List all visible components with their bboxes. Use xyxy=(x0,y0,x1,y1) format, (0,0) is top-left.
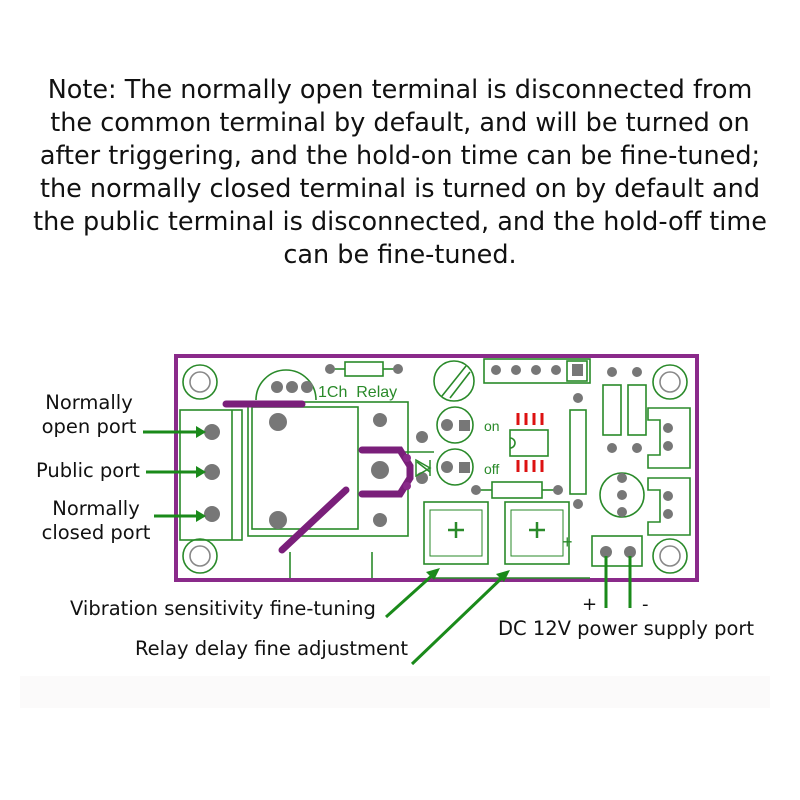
normally-closed-line1: Normally xyxy=(52,497,140,520)
mounting-hole xyxy=(652,364,688,400)
mounting-hole xyxy=(182,538,218,574)
pad xyxy=(204,424,220,440)
trace xyxy=(278,486,350,554)
public-port-label: Public port xyxy=(36,459,140,482)
note-line: can be fine-tuned. xyxy=(283,240,517,270)
screw-terminal-block xyxy=(179,409,243,541)
pin-header xyxy=(483,358,591,384)
normally-closed-line2: closed port xyxy=(41,521,151,544)
off-label: off xyxy=(484,461,499,477)
power-minus-label: - xyxy=(642,594,649,615)
pad xyxy=(204,506,220,522)
trace xyxy=(358,446,414,498)
note-line: Note: The normally open terminal is disc… xyxy=(47,75,753,105)
power-terminal xyxy=(591,535,643,567)
note-line: the common terminal by default, and will… xyxy=(50,108,750,138)
normally-closed-label: Normally closed port xyxy=(38,497,154,545)
power-plus-label: + xyxy=(582,594,597,615)
mounting-hole xyxy=(182,364,218,400)
normally-open-label: Normally open port xyxy=(38,391,140,439)
relay-delay-potentiometer xyxy=(504,501,570,565)
background-strip xyxy=(20,676,770,708)
dc-power-label: DC 12V power supply port xyxy=(498,617,755,640)
relay-delay-leader xyxy=(410,572,508,666)
vibration-potentiometer xyxy=(423,501,489,565)
relay-delay-label: Relay delay fine adjustment xyxy=(135,637,408,660)
note-line: after triggering, and the hold-on time c… xyxy=(39,141,761,171)
on-label: on xyxy=(484,418,500,434)
mounting-hole xyxy=(652,538,688,574)
normally-open-line2: open port xyxy=(41,415,137,438)
note-line: the normally closed terminal is turned o… xyxy=(39,174,761,204)
pot-plus-mark: + xyxy=(562,532,573,552)
normally-open-line1: Normally xyxy=(45,391,133,414)
vibration-leader xyxy=(384,570,438,619)
pad xyxy=(204,464,220,480)
note-line: the public terminal is disconnected, and… xyxy=(33,207,767,237)
note-text: Note: The normally open terminal is disc… xyxy=(30,74,770,272)
vibration-sensitivity-label: Vibration sensitivity fine-tuning xyxy=(70,597,376,620)
relay-label: 1Ch Relay xyxy=(318,384,397,401)
